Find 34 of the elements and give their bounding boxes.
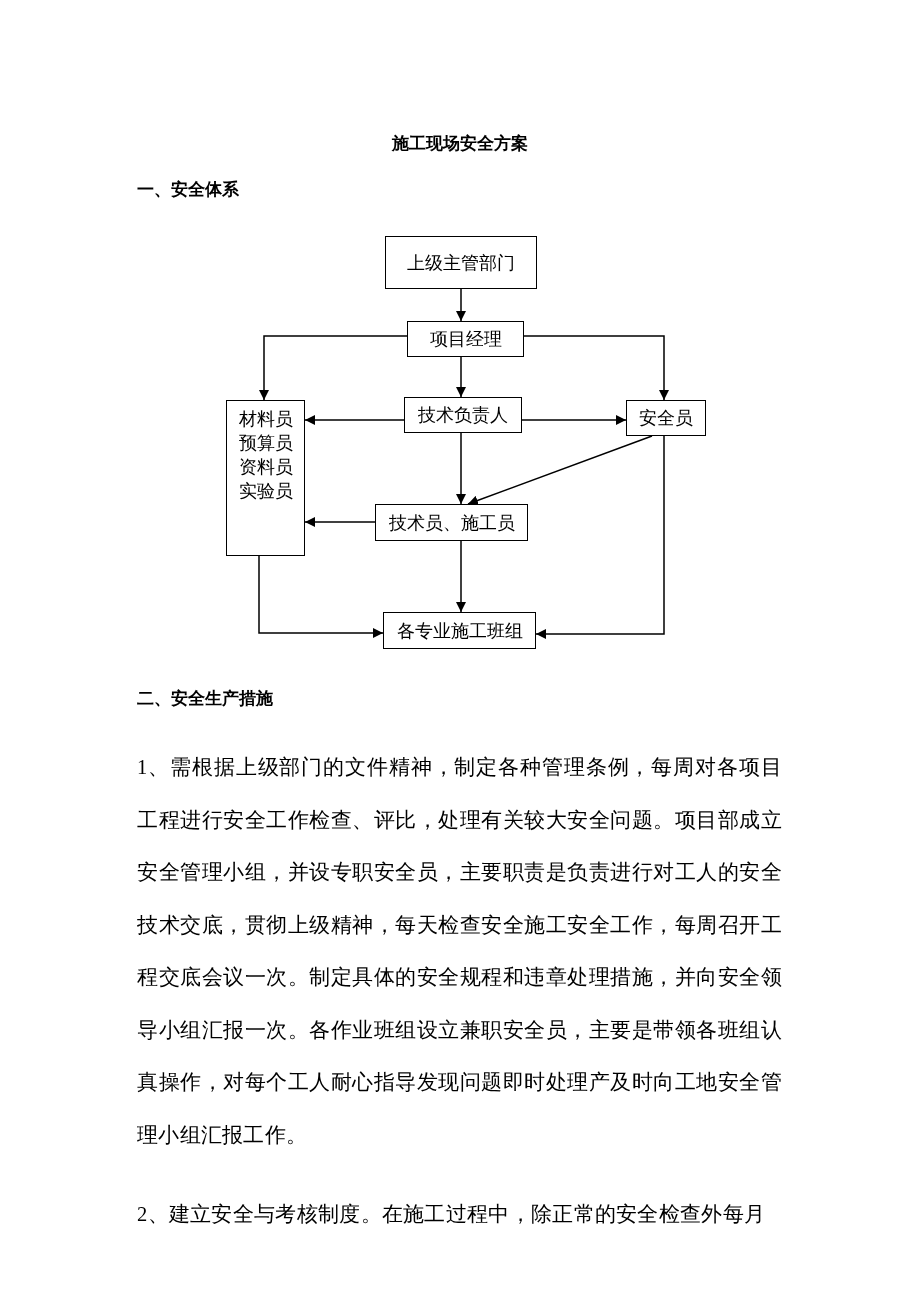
- org-box: [407, 321, 524, 357]
- arrow: [535, 435, 665, 639]
- org-box: [226, 400, 305, 556]
- section-heading: 一、安全体系: [137, 179, 240, 201]
- org-box: [385, 236, 537, 289]
- body-paragraph: 1、需根据上级部门的文件精神，制定各种管理条例，每周对各项目工程进行安全工作检查、评比，处理有关较大安全问题。项目部成立安全管理小组，并设专职安全员，主要职责是负责进行对工人的安全技术交底，贯彻上级精神，每天检查安全施工安全工作，每周召开工程交底会议一次。制定具体的安全规程和违章处理措施，并向安全领导小组汇报一次。各作业班组设立兼职安全员，主要是带领各班组认真操作，对每个工人耐心指导发现问题即时处理产及时向工地安全管理小组汇报工作。: [137, 755, 782, 1148]
- box-label: 技术负责人: [418, 404, 508, 427]
- arrow: [258, 555, 384, 638]
- arrow: [523, 335, 669, 401]
- document-title: 施工现场安全方案: [390, 133, 529, 155]
- body-paragraph: 2、建立安全与考核制度。在施工过程中，除正常的安全检查外每月: [137, 1202, 767, 1227]
- org-box: [383, 612, 536, 649]
- arrow: [456, 288, 466, 322]
- org-box: [375, 504, 528, 541]
- org-box: [626, 400, 706, 436]
- box-label: 各专业施工班组: [396, 619, 523, 643]
- org-box: [404, 397, 522, 433]
- arrow: [467, 435, 653, 506]
- arrow: [456, 356, 466, 398]
- arrow: [456, 540, 466, 613]
- arrow: [304, 517, 376, 527]
- box-label: 项目经理: [429, 328, 502, 351]
- arrow: [304, 415, 405, 425]
- section-heading: 二、安全生产措施: [137, 688, 274, 710]
- arrow: [259, 335, 408, 401]
- arrow: [521, 415, 627, 425]
- arrow: [456, 432, 466, 505]
- box-label: 安全员: [639, 407, 693, 430]
- box-label: 预算员: [238, 432, 293, 455]
- box-label: 技术员、施工员: [388, 511, 515, 535]
- box-label: 上级主管部门: [407, 251, 515, 275]
- box-label: 资料员: [238, 456, 293, 479]
- box-label: 实验员: [238, 480, 293, 503]
- box-label: 材料员: [238, 408, 293, 431]
